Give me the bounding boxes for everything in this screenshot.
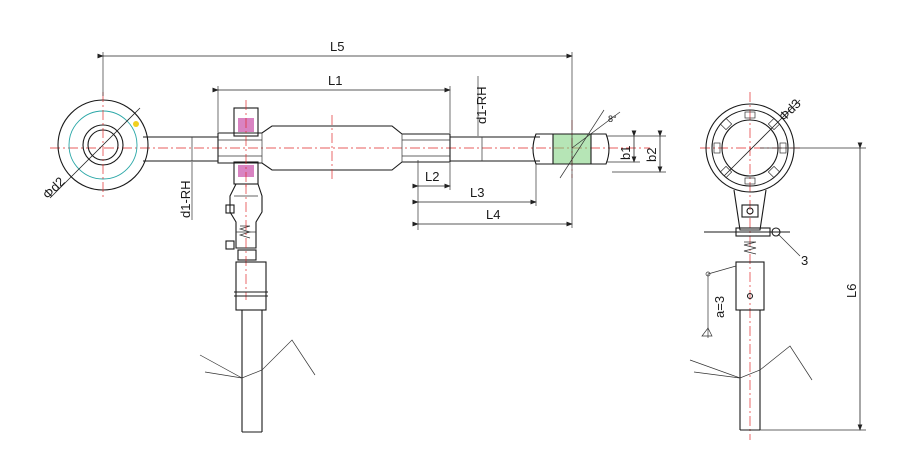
angle-label: 8°	[608, 114, 617, 124]
eye-end	[49, 92, 149, 199]
lock-nut	[233, 100, 259, 190]
right-rod	[450, 136, 540, 162]
dim-d2-label: Φd2	[40, 174, 68, 202]
dim-b1-label: b1	[618, 146, 633, 160]
dim-L3-label: L3	[470, 185, 484, 200]
dim-b2-label: b2	[644, 148, 659, 162]
dim-L2-label: L2	[425, 169, 439, 184]
yellow-marker	[133, 121, 139, 127]
dim-L1-label: L1	[328, 73, 342, 88]
d1-rh-bottom-label: d1-RH	[178, 180, 193, 218]
ball-joint	[532, 109, 621, 179]
dim-L6-label: L6	[844, 284, 859, 298]
weld-label: a=3	[712, 296, 727, 318]
left-rod	[143, 136, 218, 162]
dim-L4-label: L4	[486, 207, 500, 222]
turnbuckle-body	[217, 115, 451, 180]
side-view: 3 a=3 L6 Φd3	[689, 92, 866, 440]
lever	[199, 261, 316, 433]
dim-L5-label: L5	[330, 39, 344, 54]
item-3-label: 3	[801, 253, 808, 268]
d1-rh-top-label: d1-RH	[474, 86, 489, 124]
front-view: L5 L1 L2 L3 L4 b1 b2 8° d1-RH d1-RH	[40, 39, 666, 433]
clamp-assembly	[225, 183, 263, 300]
